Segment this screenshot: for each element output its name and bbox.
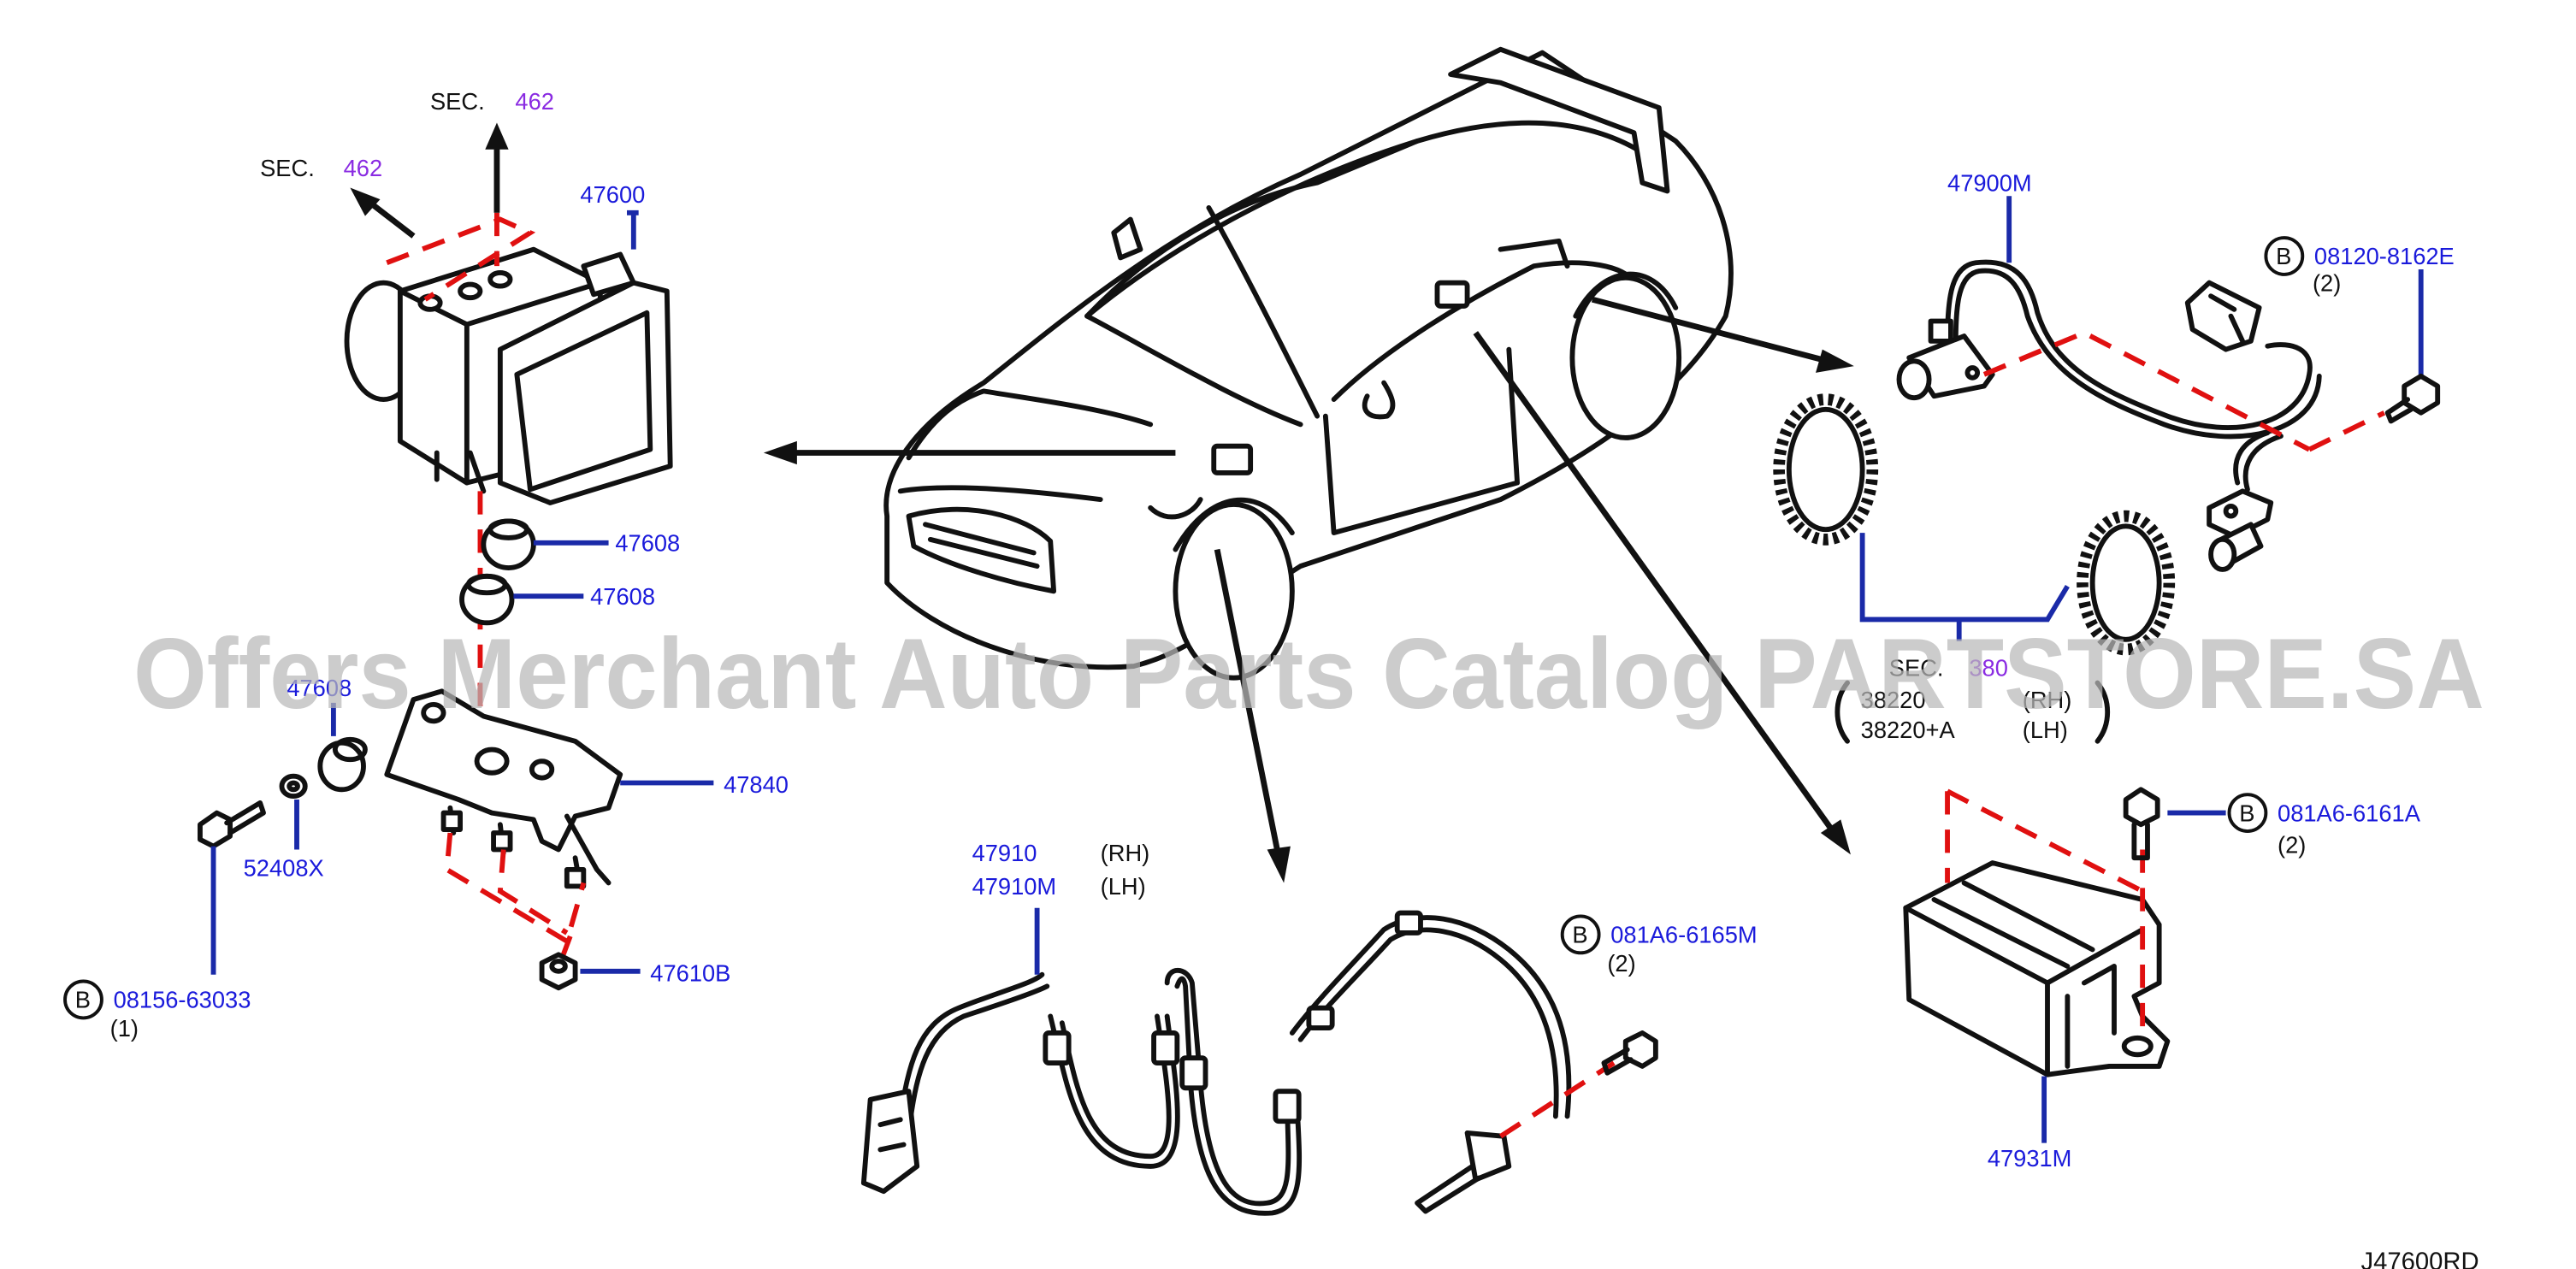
grommet-side-label[interactable]: 47608 (287, 675, 352, 701)
sec-top-number[interactable]: 462 (515, 88, 554, 115)
washer-drawing (279, 773, 308, 800)
sec-left-label: SEC. (260, 155, 315, 181)
b-marker-left-letter: B (75, 987, 91, 1013)
ring-lh-side: (LH) (2023, 717, 2068, 743)
front-sensor-lh-label[interactable]: 47910M (972, 873, 1057, 900)
b-marker-front (1560, 914, 1601, 955)
rear-sensor-label[interactable]: 47900M (1947, 169, 2032, 196)
b-marker-front-letter: B (1572, 922, 1587, 948)
ring-rh-side: (RH) (2023, 687, 2072, 713)
front-sensor-drawing (860, 910, 1572, 1216)
rear-bolt-code[interactable]: 08120-8162E (2314, 243, 2455, 269)
ring-rh-part: 38220 (1861, 687, 1926, 713)
sec-top-label: SEC. (430, 88, 485, 115)
bracket-drawing (384, 688, 623, 889)
abs-actuator-label[interactable]: 47600 (580, 181, 645, 208)
grommet-upper-label[interactable]: 47608 (615, 530, 680, 557)
labels: SEC. 462 SEC. 462 47600 47608 47608 4760… (75, 88, 2479, 1269)
nut-drawing (539, 952, 578, 991)
front-sensor-rh-side: (RH) (1101, 840, 1150, 866)
ring-lh-part: 38220+A (1861, 717, 1956, 743)
b-marker-yaw (2227, 793, 2268, 833)
rear-bolt-qty: (2) (2313, 269, 2341, 296)
bolt-left-code[interactable]: 08156-63033 (114, 987, 251, 1013)
nut-label[interactable]: 47610B (650, 959, 730, 986)
abs-actuator-drawing (344, 246, 673, 505)
sec-ring-number[interactable]: 380 (1969, 655, 2008, 682)
front-bolt-code[interactable]: 081A6-6165M (1610, 922, 1757, 948)
grommet-lower-drawing (459, 573, 515, 626)
yaw-bolt-qty: (2) (2278, 831, 2306, 858)
yaw-sensor-drawing (1903, 860, 2171, 1077)
rear-bolt-drawing (2384, 373, 2441, 424)
front-bolt-qty: (2) (1607, 950, 1635, 977)
front-sensor-lh-side: (LH) (1101, 873, 1146, 900)
rear-sensor-drawing (1896, 259, 2322, 572)
grommet-lower-label[interactable]: 47608 (590, 583, 655, 610)
pointer-arrows (763, 296, 1854, 883)
bolt-left-qty: (1) (110, 1015, 139, 1042)
b-marker-rear-letter: B (2276, 243, 2291, 269)
yaw-sensor-label[interactable]: 47931M (1988, 1145, 2072, 1172)
sec-ring-label: SEC. (1889, 655, 1944, 682)
tone-ring-rear (2077, 510, 2176, 656)
washer-label[interactable]: 52408X (244, 855, 324, 882)
diagram-id: J47600RD (2361, 1248, 2479, 1269)
front-sensor-rh-label[interactable]: 47910 (972, 840, 1037, 866)
grommet-upper-drawing (481, 518, 536, 570)
grommet-side-drawing (317, 736, 368, 793)
bolt-left-drawing (198, 800, 266, 849)
b-marker-rear (2264, 236, 2305, 276)
b-marker-left (63, 979, 103, 1020)
b-marker-yaw-letter: B (2239, 800, 2254, 826)
tone-ring-front (1773, 393, 1879, 546)
car-illustration (883, 46, 1734, 681)
front-bolt-drawing (1601, 1030, 1658, 1076)
yaw-bolt-drawing (2123, 787, 2160, 861)
watermark: Offers Merchant Auto Parts Catalog PARTS… (133, 617, 2484, 729)
sec-left-number[interactable]: 462 (344, 155, 383, 181)
bracket-label[interactable]: 47840 (724, 771, 789, 798)
yaw-bolt-code[interactable]: 081A6-6161A (2278, 800, 2421, 826)
